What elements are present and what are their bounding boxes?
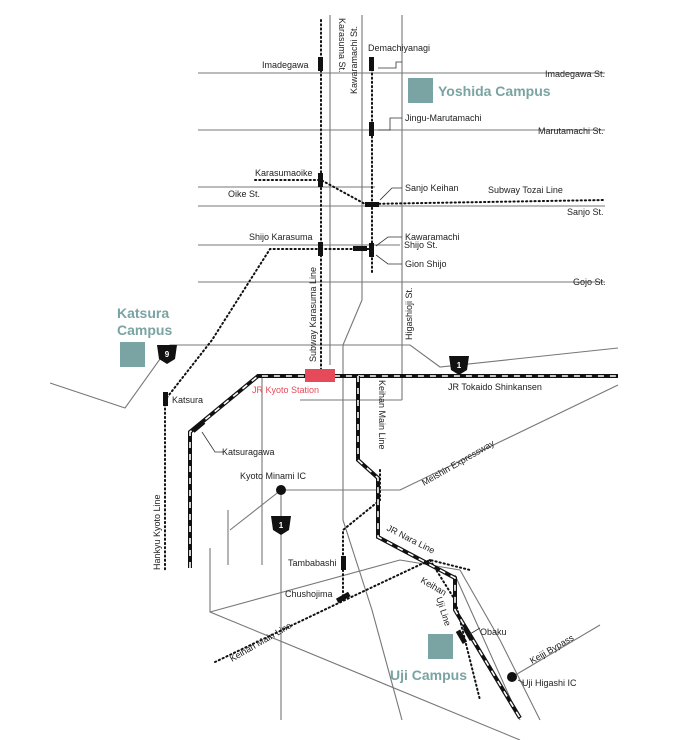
kawaramachi-street-label: Kawaramachi St.: [349, 26, 359, 94]
demachiyanagi-station-mark: [369, 57, 374, 71]
route-1-north-shield: 1: [449, 356, 469, 375]
jr-tokaido-shinkansen-label: JR Tokaido Shinkansen: [448, 382, 542, 392]
tambabashi-station-mark: [341, 556, 346, 570]
imadegawa-station-label: Imadegawa: [262, 60, 309, 70]
route-1-north-number: 1: [457, 361, 462, 370]
keihan-uji-label-2: Uji Line: [434, 596, 453, 628]
katsuragawa-station-label: Katsuragawa: [222, 447, 275, 457]
demachiyanagi-station-label: Demachiyanagi: [368, 43, 430, 53]
subway-tozai-line-label: Subway Tozai Line: [488, 185, 563, 195]
imadegawa-station-mark: [318, 57, 323, 71]
gion-shijo-station-mark: [369, 243, 374, 257]
katsura-campus-square: [120, 342, 145, 367]
katsura-station-label: Katsura: [172, 395, 203, 405]
sanjo-keihan-station-mark: [365, 202, 379, 207]
keihan-uji-label-1: Keihan: [419, 575, 448, 598]
uji-higashi-ic-mark: [507, 672, 517, 682]
obaku-station-mark-1: [455, 629, 468, 645]
route-9-shield: 9: [157, 345, 177, 364]
shijo-karasuma-station-label: Shijo Karasuma: [249, 232, 313, 242]
karasumaoike-station-mark: [318, 173, 323, 187]
subway-karasuma-line-label: Subway Karasuma Line: [308, 267, 318, 362]
jingu-marutamachi-station-mark: [369, 122, 374, 136]
route-9-number: 9: [165, 350, 170, 359]
jingu-marutamachi-station-label: Jingu-Marutamachi: [405, 113, 482, 123]
diagonal-road-1: [342, 299, 403, 721]
jr-kyoto-station-label: JR Kyoto Station: [252, 385, 319, 395]
katsura-campus-label-line1: Katsura: [117, 305, 169, 321]
keihan-main-line-southwest: [214, 558, 471, 663]
sanjo-keihan-station-label: Sanjo Keihan: [405, 183, 459, 193]
imadegawa-street-label: Imadegawa St.: [545, 69, 605, 79]
chushojima-station-mark: [335, 591, 351, 604]
karasuma-street-label: Karasuma St.: [337, 18, 347, 73]
route9-road: [49, 344, 350, 409]
higashioji-street-label: Higashioji St.: [404, 287, 414, 340]
chushojima-station-label: Chushojima: [285, 589, 333, 599]
kyoto-minami-ic-label: Kyoto Minami IC: [240, 471, 307, 481]
hankyu-kyoto-line-label: Hankyu Kyoto Line: [152, 494, 162, 570]
meishin-expressway-label: Meishin Expressway: [420, 438, 496, 488]
gion-shijo-station-label: Gion Shijo: [405, 259, 447, 269]
shijo-street-label: Shijo St.: [404, 240, 438, 250]
yoshida-campus-square: [408, 78, 433, 103]
gojo-street-label: Gojo St.: [573, 277, 606, 287]
keihan-main-line-north-label: Keihan Main Line: [377, 380, 387, 450]
jr-lines: [188, 374, 618, 720]
route1-south-road: [459, 569, 541, 721]
jr-nara-dash: [357, 376, 521, 719]
oike-street-label: Oike St.: [228, 189, 260, 199]
katsuragawa-station-mark: [191, 419, 206, 433]
route-1-south-shield: 1: [271, 516, 291, 535]
uji-road: [454, 574, 521, 721]
katsura-campus-label-line2: Campus: [117, 322, 172, 338]
jr-nara-line-label: JR Nara Line: [385, 523, 436, 556]
station-marks: [163, 57, 475, 645]
obaku-station-label: Obaku: [480, 627, 507, 637]
kyoto-minami-ic-mark: [276, 485, 286, 495]
southwest-road: [209, 559, 461, 613]
jr-kyoto-station-mark: [305, 369, 335, 382]
keihan-uji-line: [429, 559, 481, 701]
tozai-subway-line: [254, 179, 606, 206]
leader-lines: [201, 61, 525, 684]
uji-higashi-ic-label: Uji Higashi IC: [522, 678, 577, 688]
dotted-rail-lines: [164, 19, 606, 701]
uji-campus-label: Uji Campus: [390, 667, 467, 683]
keiji-bypass-label: Keiji Bypass: [528, 632, 576, 665]
hankyu-kyoto-line: [164, 248, 322, 571]
obaku-station-mark-2: [462, 626, 475, 642]
karasumaoike-station-label: Karasumaoike: [255, 168, 313, 178]
marutamachi-street-label: Marutamachi St.: [538, 126, 604, 136]
shijo-karasuma-station-mark: [318, 242, 323, 256]
meishin-expressway-road: [229, 384, 619, 531]
kawaramachi-station-mark: [353, 246, 367, 251]
yoshida-campus-label: Yoshida Campus: [438, 83, 551, 99]
kawaramachi-station-label: Kawaramachi: [405, 232, 460, 242]
katsura-station-mark: [163, 392, 168, 406]
route-1-south-number: 1: [279, 521, 284, 530]
jr-tokaido-dash: [189, 375, 618, 568]
road-network: [49, 15, 619, 740]
uji-campus-square: [428, 634, 453, 659]
sanjo-street-label: Sanjo St.: [567, 207, 604, 217]
keiji-bypass-road: [511, 624, 601, 678]
tambabashi-station-label: Tambabashi: [288, 558, 337, 568]
route1-north-road: [350, 344, 619, 368]
